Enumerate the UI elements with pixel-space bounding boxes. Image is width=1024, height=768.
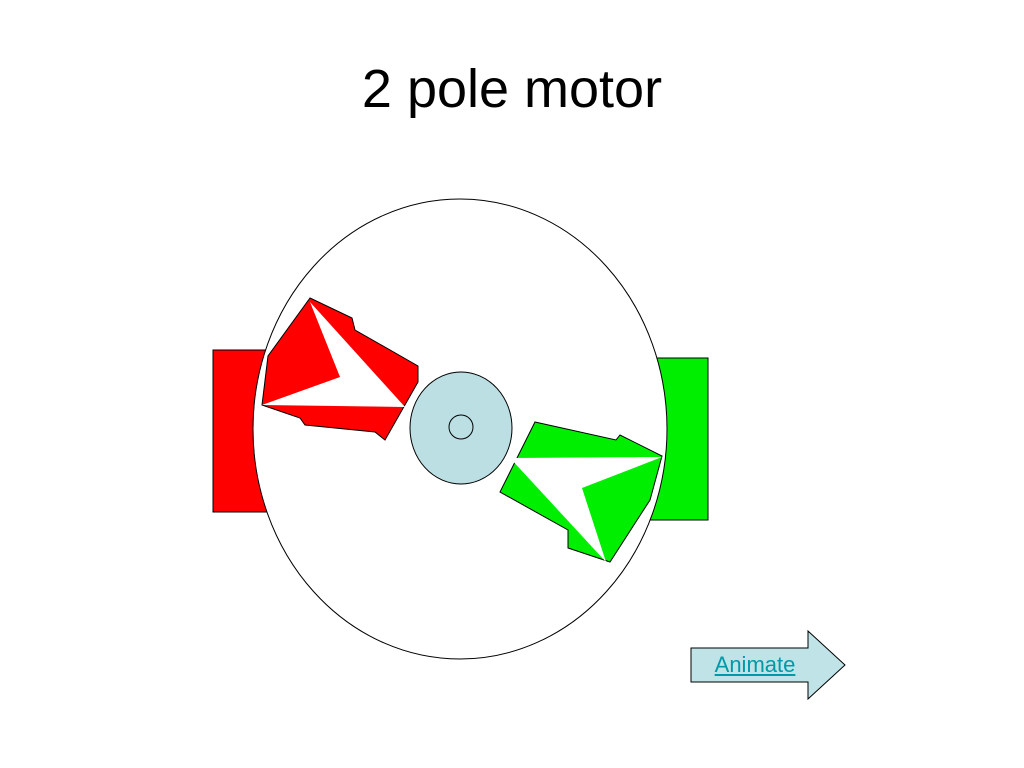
slide-title: 2 pole motor	[361, 59, 663, 119]
animate-link[interactable]: Animate	[714, 652, 796, 677]
animate-button[interactable]	[690, 630, 846, 700]
animate-arrow-shape[interactable]	[690, 630, 846, 700]
rotor-pole-green-arrow	[510, 457, 662, 562]
rotor-pole-red-arrow	[262, 302, 405, 407]
shaft-center	[448, 414, 474, 440]
